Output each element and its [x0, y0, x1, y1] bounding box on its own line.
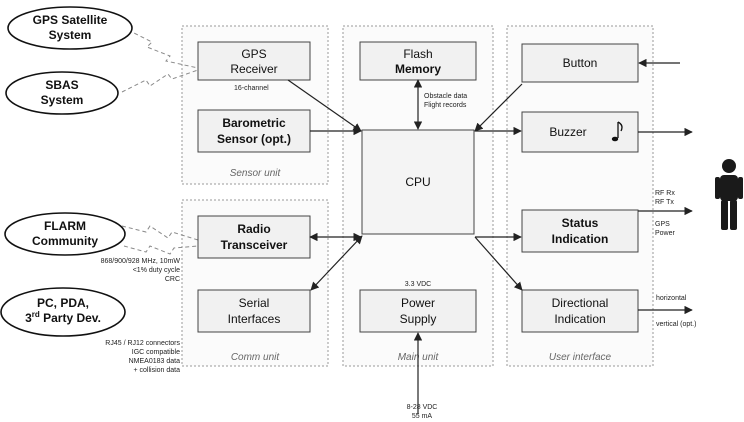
status-note-gps: GPS — [655, 221, 670, 228]
button-to-cpu-arrow — [474, 83, 523, 132]
power-input-note-1: 8-28 VDC — [407, 404, 438, 411]
status-line1: Status — [562, 216, 599, 230]
radio-transceiver-block — [197, 215, 311, 259]
barometric-line1: Barometric — [222, 116, 286, 130]
gps-satellite-line2: System — [49, 28, 92, 42]
sbas-line2: System — [41, 93, 84, 107]
cpu-label: CPU — [405, 175, 430, 189]
flarm-radio-link-1 — [121, 225, 199, 241]
sbas-radio-link — [121, 69, 199, 93]
status-note-rf-rx: RF Rx — [655, 190, 675, 197]
button-label: Button — [563, 56, 598, 70]
sbas-system-node — [5, 71, 119, 115]
gps-receiver-block — [197, 41, 311, 81]
directional-note-vertical: vertical (opt.) — [656, 321, 696, 328]
gps-to-cpu-arrow — [287, 79, 362, 132]
flash-note-1: Obstacle data — [424, 93, 467, 100]
buzzer-block — [521, 111, 639, 153]
serial-note-2: IGC compatible — [132, 349, 180, 356]
cpu-to-directional-arrow — [474, 236, 523, 291]
radio-note-2: <1% duty cycle — [133, 267, 180, 274]
directional-note-horizontal: horizontal — [656, 295, 687, 302]
pc-line2: 3rd Party Dev. — [25, 310, 101, 325]
status-indication-block — [521, 209, 639, 253]
power-line1: Power — [401, 296, 435, 310]
main-unit-label: Main unit — [398, 352, 440, 363]
gps-satellite-radio-link — [127, 29, 199, 69]
radio-line2: Transceiver — [221, 238, 288, 252]
user-interface-label: User interface — [549, 352, 612, 363]
gps-receiver-line1: GPS — [241, 47, 266, 61]
gps-receiver-line2: Receiver — [230, 62, 277, 76]
power-voltage-note: 3.3 VDC — [405, 281, 431, 288]
sensor-unit-label: Sensor unit — [230, 168, 282, 179]
power-input-note-2: 55 mA — [412, 413, 433, 420]
radio-note-1: 868/900/928 MHz, 10mW — [101, 258, 181, 265]
serial-note-4: + collision data — [133, 367, 180, 374]
serial-note-3: NMEA0183 data — [129, 358, 180, 365]
music-note-icon — [611, 121, 623, 142]
serial-note-1: RJ45 / RJ12 connectors — [105, 340, 180, 347]
comm-unit-label: Comm unit — [231, 352, 281, 363]
barometric-sensor-block — [197, 109, 311, 153]
status-line2: Indication — [552, 232, 609, 246]
power-line2: Supply — [400, 312, 437, 326]
serial-line2: Interfaces — [228, 312, 281, 326]
cpu-block — [361, 129, 475, 235]
flarm-line2: Community — [32, 234, 98, 248]
gps-satellite-line1: GPS Satellite — [33, 13, 108, 27]
radio-line1: Radio — [237, 222, 270, 236]
flash-note-2: Flight records — [424, 102, 467, 109]
button-block — [521, 43, 639, 83]
status-note-rf-tx: RF Tx — [655, 199, 674, 206]
buzzer-label: Buzzer — [549, 125, 586, 139]
power-supply-block — [359, 289, 477, 333]
flash-line1: Flash — [403, 47, 432, 61]
serial-interfaces-block — [197, 289, 311, 333]
directional-line2: Indication — [554, 312, 605, 326]
flarm-line1: FLARM — [44, 219, 86, 233]
gps-satellite-system-node — [7, 6, 133, 50]
radio-note-3: CRC — [165, 276, 180, 283]
flash-line2: Memory — [395, 62, 441, 76]
barometric-line2: Sensor (opt.) — [217, 132, 291, 146]
pc-line1: PC, PDA, — [37, 296, 89, 310]
serial-line1: Serial — [239, 296, 270, 310]
directional-indication-block — [521, 289, 639, 333]
person-icon — [715, 159, 743, 230]
third-party-device-node — [0, 287, 126, 337]
gps-channels-note: 16-channel — [234, 85, 269, 92]
serial-cpu-arrow — [310, 235, 363, 291]
flarm-community-node — [4, 212, 126, 256]
status-note-power: Power — [655, 230, 676, 237]
sbas-line1: SBAS — [45, 78, 78, 92]
directional-line1: Directional — [552, 296, 609, 310]
flash-memory-block — [359, 41, 477, 81]
